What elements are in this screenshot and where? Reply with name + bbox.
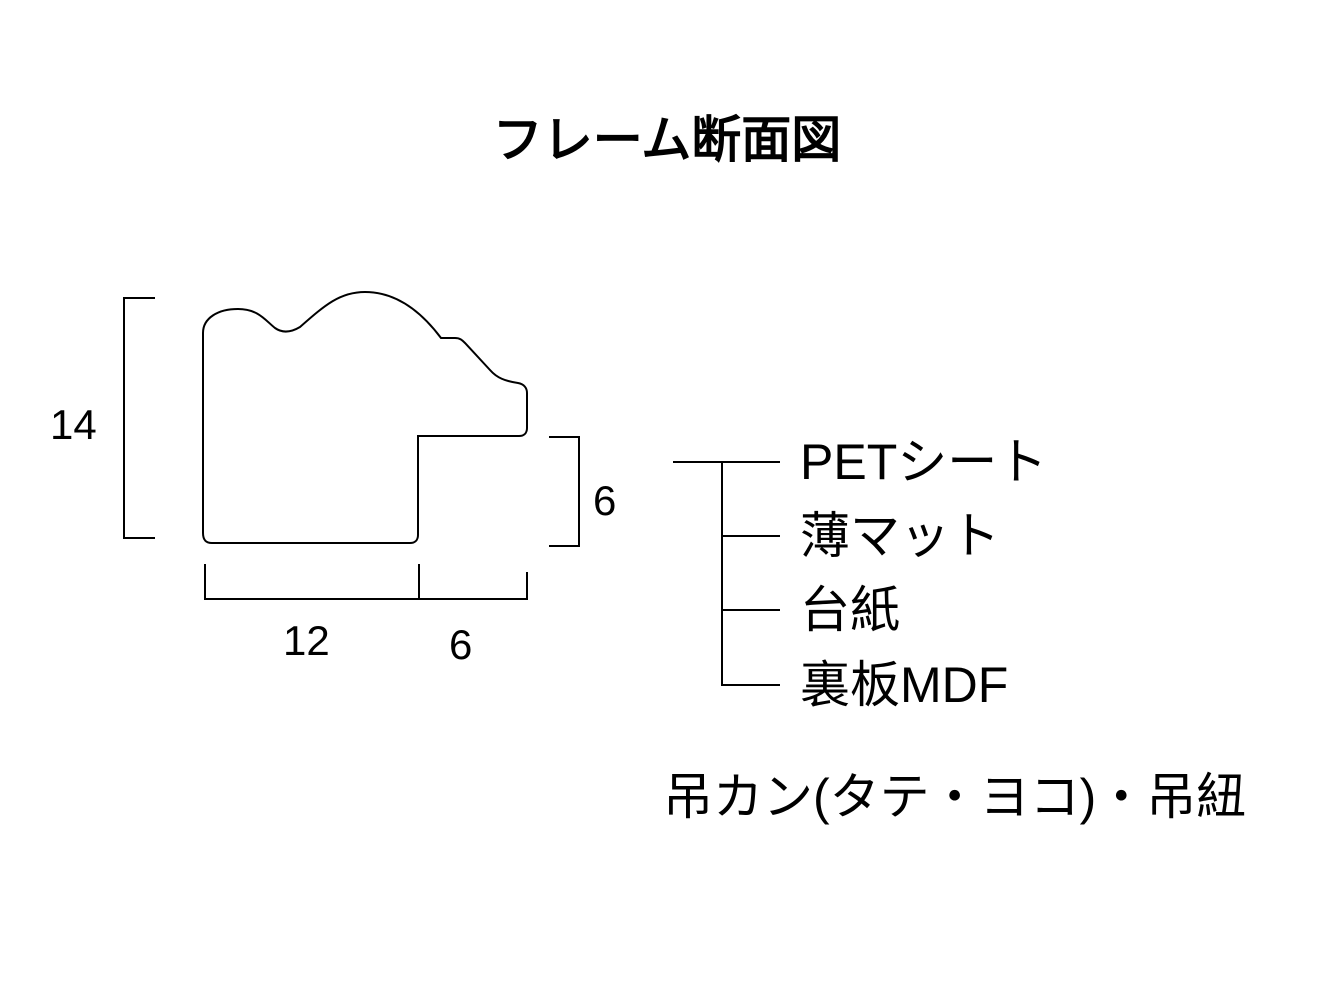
dimension-label-width-main: 12: [283, 617, 330, 664]
component-label: PETシート: [800, 434, 1048, 490]
dimension-bracket-width-step: [418, 564, 528, 600]
dimension-label-height-step: 6: [593, 477, 617, 524]
component-label: 台紙: [800, 582, 900, 638]
dimension-label-width-step: 6: [449, 621, 473, 668]
component-label: 薄マット: [800, 508, 1000, 564]
components-tree-lines: [673, 461, 780, 686]
dimension-bracket-height-step: [549, 436, 580, 547]
dimension-bracket-height-total: [123, 297, 155, 539]
frame-profile-outline: [202, 290, 528, 544]
dimension-label-height-total: 14: [50, 401, 97, 448]
diagram-title: フレーム断面図: [492, 112, 842, 168]
accessories-label: 吊カン(タテ・ヨコ)・吊紐: [663, 769, 1247, 825]
component-label: 裏板MDF: [800, 657, 1009, 713]
dimension-bracket-width-main: [204, 564, 419, 600]
